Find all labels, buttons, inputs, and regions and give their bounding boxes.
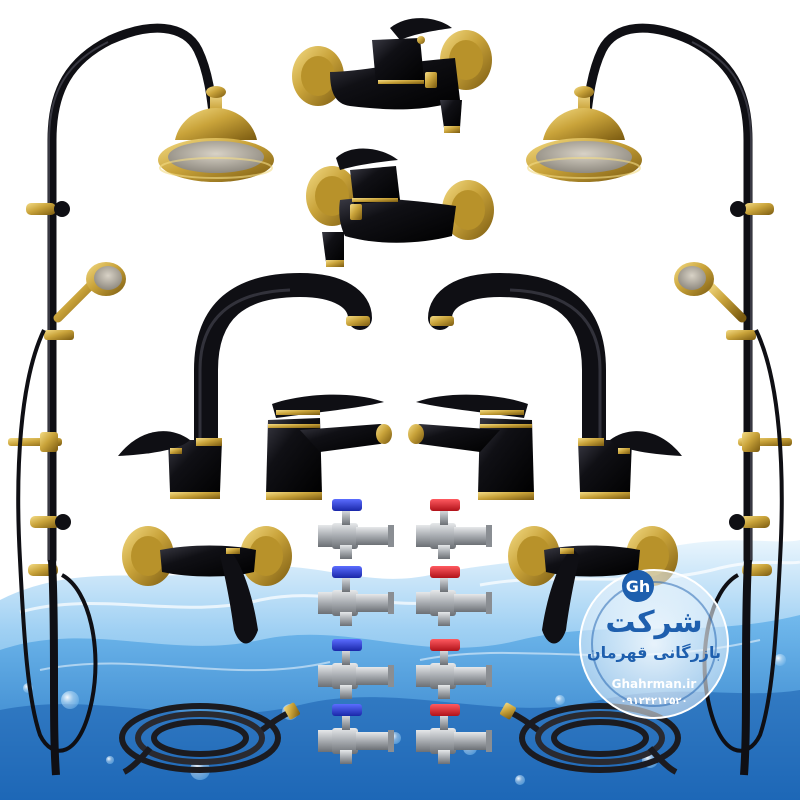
logo-line1: شرکت — [605, 605, 702, 640]
flex-hose-right — [500, 702, 681, 775]
angle-valve-blue-4 — [318, 704, 394, 764]
basin-mixer-right — [408, 394, 534, 500]
logo-line2: بازرگانی قهرمان — [587, 643, 721, 662]
flex-hose-left — [119, 702, 300, 775]
basin-mixer-left — [266, 394, 392, 500]
company-logo: Gh شرکت بازرگانی قهرمان Ghahrman.ir ۰۹۱۲… — [579, 569, 729, 719]
angle-valves-grid — [318, 499, 492, 764]
rain-shower-head-right — [526, 86, 642, 182]
bath-mixer-top — [292, 18, 492, 133]
shower-column-left — [8, 23, 274, 776]
rain-shower-head-left — [158, 86, 274, 182]
angle-valve-blue-2 — [318, 566, 394, 626]
bath-mixer-middle — [306, 148, 494, 267]
hand-shower-left — [53, 262, 126, 323]
logo-phone: ۰۹۱۲۴۲۱۲۵۲۰ — [620, 696, 687, 707]
angle-valve-red-1 — [416, 499, 492, 559]
shower-mixer-right — [508, 526, 678, 644]
angle-valve-blue-1 — [318, 499, 394, 559]
angle-valve-red-4 — [416, 704, 492, 764]
angle-valve-blue-3 — [318, 639, 394, 699]
shower-mixer-left — [122, 526, 292, 644]
kitchen-mixer-right — [428, 272, 682, 499]
angle-valve-red-3 — [416, 639, 492, 699]
logo-badge: Gh — [626, 577, 651, 596]
hand-shower-right — [674, 262, 747, 323]
logo-website: Ghahrman.ir — [612, 677, 697, 691]
angle-valve-red-2 — [416, 566, 492, 626]
kitchen-mixer-left — [118, 272, 372, 499]
